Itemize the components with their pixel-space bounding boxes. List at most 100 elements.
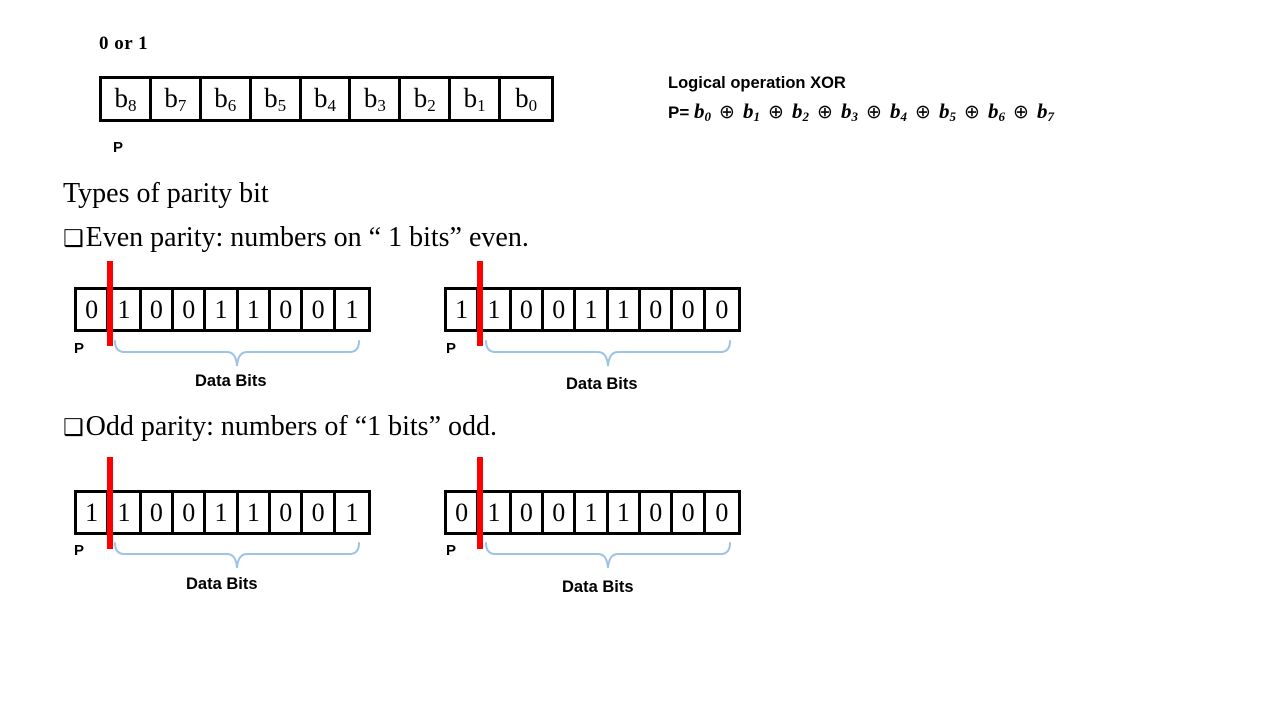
bullet-odd-parity-text: Odd parity: numbers of “1 bits” odd.: [85, 411, 497, 442]
xor-operator-icon: ⊕: [860, 101, 888, 123]
xor-operator-icon: ⊕: [811, 101, 839, 123]
bit-name: b6: [214, 82, 237, 115]
data-bits-brace-odd-right: [485, 542, 731, 569]
data-bits-label-even-left: Data Bits: [195, 372, 267, 390]
bullet-even-parity: ❑Even parity: numbers on “ 1 bits” even.: [63, 222, 529, 254]
frame-bit-cell: b4: [301, 79, 352, 119]
xor-term: b7: [1037, 99, 1055, 124]
bit-index: 5: [277, 95, 287, 115]
data-bit-cell: 0: [511, 493, 545, 532]
data-bit-cell: 1: [335, 493, 369, 532]
data-bit-cell: 0: [641, 290, 674, 329]
bit-index: 2: [427, 95, 436, 115]
data-bit-cell: 1: [238, 493, 272, 532]
parity-label-even-left: P: [74, 340, 85, 357]
xor-formula: P= b0 ⊕ b1 ⊕ b2 ⊕ b3 ⊕ b4 ⊕ b5 ⊕ b6 ⊕ b7: [668, 99, 1054, 125]
parity-label-odd-left: P: [74, 542, 85, 559]
frame-bit-cell: b6: [201, 79, 252, 119]
bit-index: 4: [327, 95, 337, 115]
frame-bit-cell: b2: [401, 79, 452, 119]
data-bits-label-odd-right: Data Bits: [562, 578, 634, 596]
data-bit-cell: 0: [544, 493, 577, 532]
data-bit-cell: 0: [511, 290, 545, 329]
data-bit-cell: 0: [303, 290, 336, 329]
xor-term: b2: [792, 99, 810, 124]
bit-index: 1: [477, 95, 486, 115]
xor-term-index: 0: [704, 109, 712, 124]
frame-bit-cell: b0: [501, 79, 551, 119]
bit-name: b1: [463, 82, 486, 115]
data-bit-cell: 1: [608, 290, 642, 329]
data-bit-cell: 1: [576, 290, 609, 329]
data-bit-cell: 1: [608, 493, 642, 532]
data-bit-cell: 0: [174, 290, 207, 329]
data-bit-cell: 1: [479, 290, 512, 329]
frame-bit-cell: b7: [151, 79, 202, 119]
xor-term-index: 5: [949, 109, 957, 124]
frame-bit-cell: b8: [102, 79, 152, 119]
xor-operator-icon: ⊕: [713, 101, 741, 123]
data-bits-brace-even-left: [114, 340, 360, 367]
bit-name: b7: [164, 82, 187, 115]
data-bit-cell: 0: [673, 290, 706, 329]
data-bit-cell: 0: [705, 493, 739, 532]
parity-bit-cell: 0: [447, 493, 480, 532]
xor-term: b5: [939, 99, 957, 124]
parity-label-odd-right: P: [446, 542, 457, 559]
bit-name: b0: [515, 82, 538, 115]
data-bit-cell: 1: [109, 290, 142, 329]
data-bit-cell: 0: [641, 493, 674, 532]
data-bits-brace-odd-left: [114, 542, 360, 569]
data-bit-cell: 1: [109, 493, 142, 532]
zero-or-one-label: 0 or 1: [99, 33, 149, 54]
data-bit-cell: 1: [206, 493, 239, 532]
frame-bit-array: b8 b7 b6 b5 b4 b3 b2 b1 b0: [99, 76, 554, 122]
data-bit-cell: 0: [141, 290, 175, 329]
parity-divider-even-right: [477, 261, 483, 346]
parity-label-even-right: P: [446, 340, 457, 357]
frame-bit-cell: b3: [351, 79, 402, 119]
data-bit-cell: 1: [335, 290, 369, 329]
data-bit-cell: 0: [705, 290, 739, 329]
bit-name: b4: [314, 82, 337, 115]
xor-term-index: 2: [802, 109, 810, 124]
data-bit-cell: 0: [544, 290, 577, 329]
page-title: Types of parity bit: [63, 178, 269, 209]
parity-bit-cell: 1: [77, 493, 110, 532]
xor-operator-icon: ⊕: [958, 101, 986, 123]
bit-index: 0: [528, 95, 538, 115]
xor-term: b6: [988, 99, 1005, 124]
xor-operator-icon: ⊕: [909, 101, 937, 123]
xor-operator-icon: ⊕: [762, 101, 790, 123]
xor-term-index: 7: [1047, 109, 1055, 124]
bullet-square-icon: ❑: [63, 226, 84, 252]
bit-index: 7: [177, 95, 187, 115]
data-bits-label-even-right: Data Bits: [566, 375, 638, 393]
bullet-even-parity-text: Even parity: numbers on “ 1 bits” even.: [85, 222, 529, 253]
bit-index: 3: [377, 95, 386, 115]
data-bit-cell: 0: [271, 493, 304, 532]
bit-name: b5: [264, 82, 287, 115]
parity-bit-cell: 1: [447, 290, 480, 329]
data-bit-cell: 0: [174, 493, 207, 532]
xor-operator-icon: ⊕: [1007, 101, 1035, 123]
xor-term-index: 3: [851, 109, 859, 124]
xor-title: Logical operation XOR: [668, 74, 846, 92]
data-bit-cell: 0: [141, 493, 175, 532]
data-bit-cell: 1: [479, 493, 512, 532]
data-bits-brace-even-right: [485, 340, 731, 367]
bullet-square-icon: ❑: [63, 415, 84, 441]
frame-bit-cell: b1: [451, 79, 502, 119]
data-bit-cell: 1: [576, 493, 609, 532]
bit-name: b2: [413, 82, 436, 115]
data-bits-label-odd-left: Data Bits: [186, 575, 258, 593]
xor-term-index: 1: [753, 109, 761, 124]
bit-name: b3: [363, 82, 386, 115]
parity-divider-even-left: [107, 261, 113, 346]
data-bit-cell: 0: [673, 493, 706, 532]
xor-term: b3: [841, 99, 859, 124]
data-bit-cell: 0: [271, 290, 304, 329]
xor-term-index: 4: [900, 109, 908, 124]
